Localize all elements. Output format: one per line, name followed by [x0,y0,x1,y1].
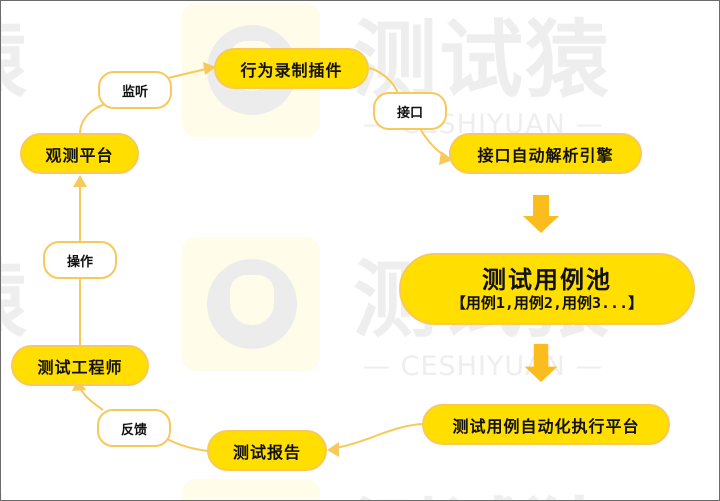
node-label: 测试报告 [232,442,301,462]
arrowhead-icon [327,442,339,457]
node-behavior-plugin[interactable]: 行为录制插件 [214,48,369,89]
edge-observe-listen [79,103,106,135]
watermark-logo-icon [182,479,320,500]
node-label: 测试用例自动化执行平台 [452,416,640,436]
node-report[interactable]: 测试报告 [207,430,327,471]
edge-report-feedback [166,438,209,452]
watermark-text: 测试猿 [353,471,611,500]
node-label: 行为录制插件 [240,60,343,80]
node-api-engine[interactable]: 接口自动解析引擎 [449,133,642,174]
edge-exec-report [335,423,423,449]
watermark-logo-icon [182,237,320,371]
edge-label-listen: 监听 [98,71,172,109]
edge-label-api: 接口 [373,92,447,130]
node-label: 观测平台 [45,145,114,165]
edge-listen-plugin [167,68,207,79]
watermark-text: 猿 [1,1,29,114]
arrowhead-icon [203,62,216,75]
node-label: 测试工程师 [37,357,123,377]
edge-label-operate: 操作 [43,241,117,279]
edge-label-feedback: 反馈 [97,409,171,447]
edge-feedback-engineer [79,387,104,411]
down-arrow-icon [523,195,559,233]
node-label: 接口自动解析引擎 [477,145,614,165]
watermark-text: 猿 [1,233,29,354]
case-pool-title: 测试用例池 [482,266,612,294]
down-arrow-icon [524,343,558,383]
edge-plugin-api [368,67,399,94]
node-observe-platform[interactable]: 观测平台 [20,133,139,174]
arrowhead-icon [73,175,87,187]
node-case-pool[interactable]: 测试用例池 【用例1,用例2,用例3...】 [399,253,695,325]
arrowhead-icon [439,151,453,165]
case-pool-items: 【用例1,用例2,用例3...】 [450,294,644,312]
node-engineer[interactable]: 测试工程师 [11,345,149,386]
watermark-text: 猿 [1,471,29,500]
node-exec-platform[interactable]: 测试用例自动化执行平台 [422,404,670,445]
